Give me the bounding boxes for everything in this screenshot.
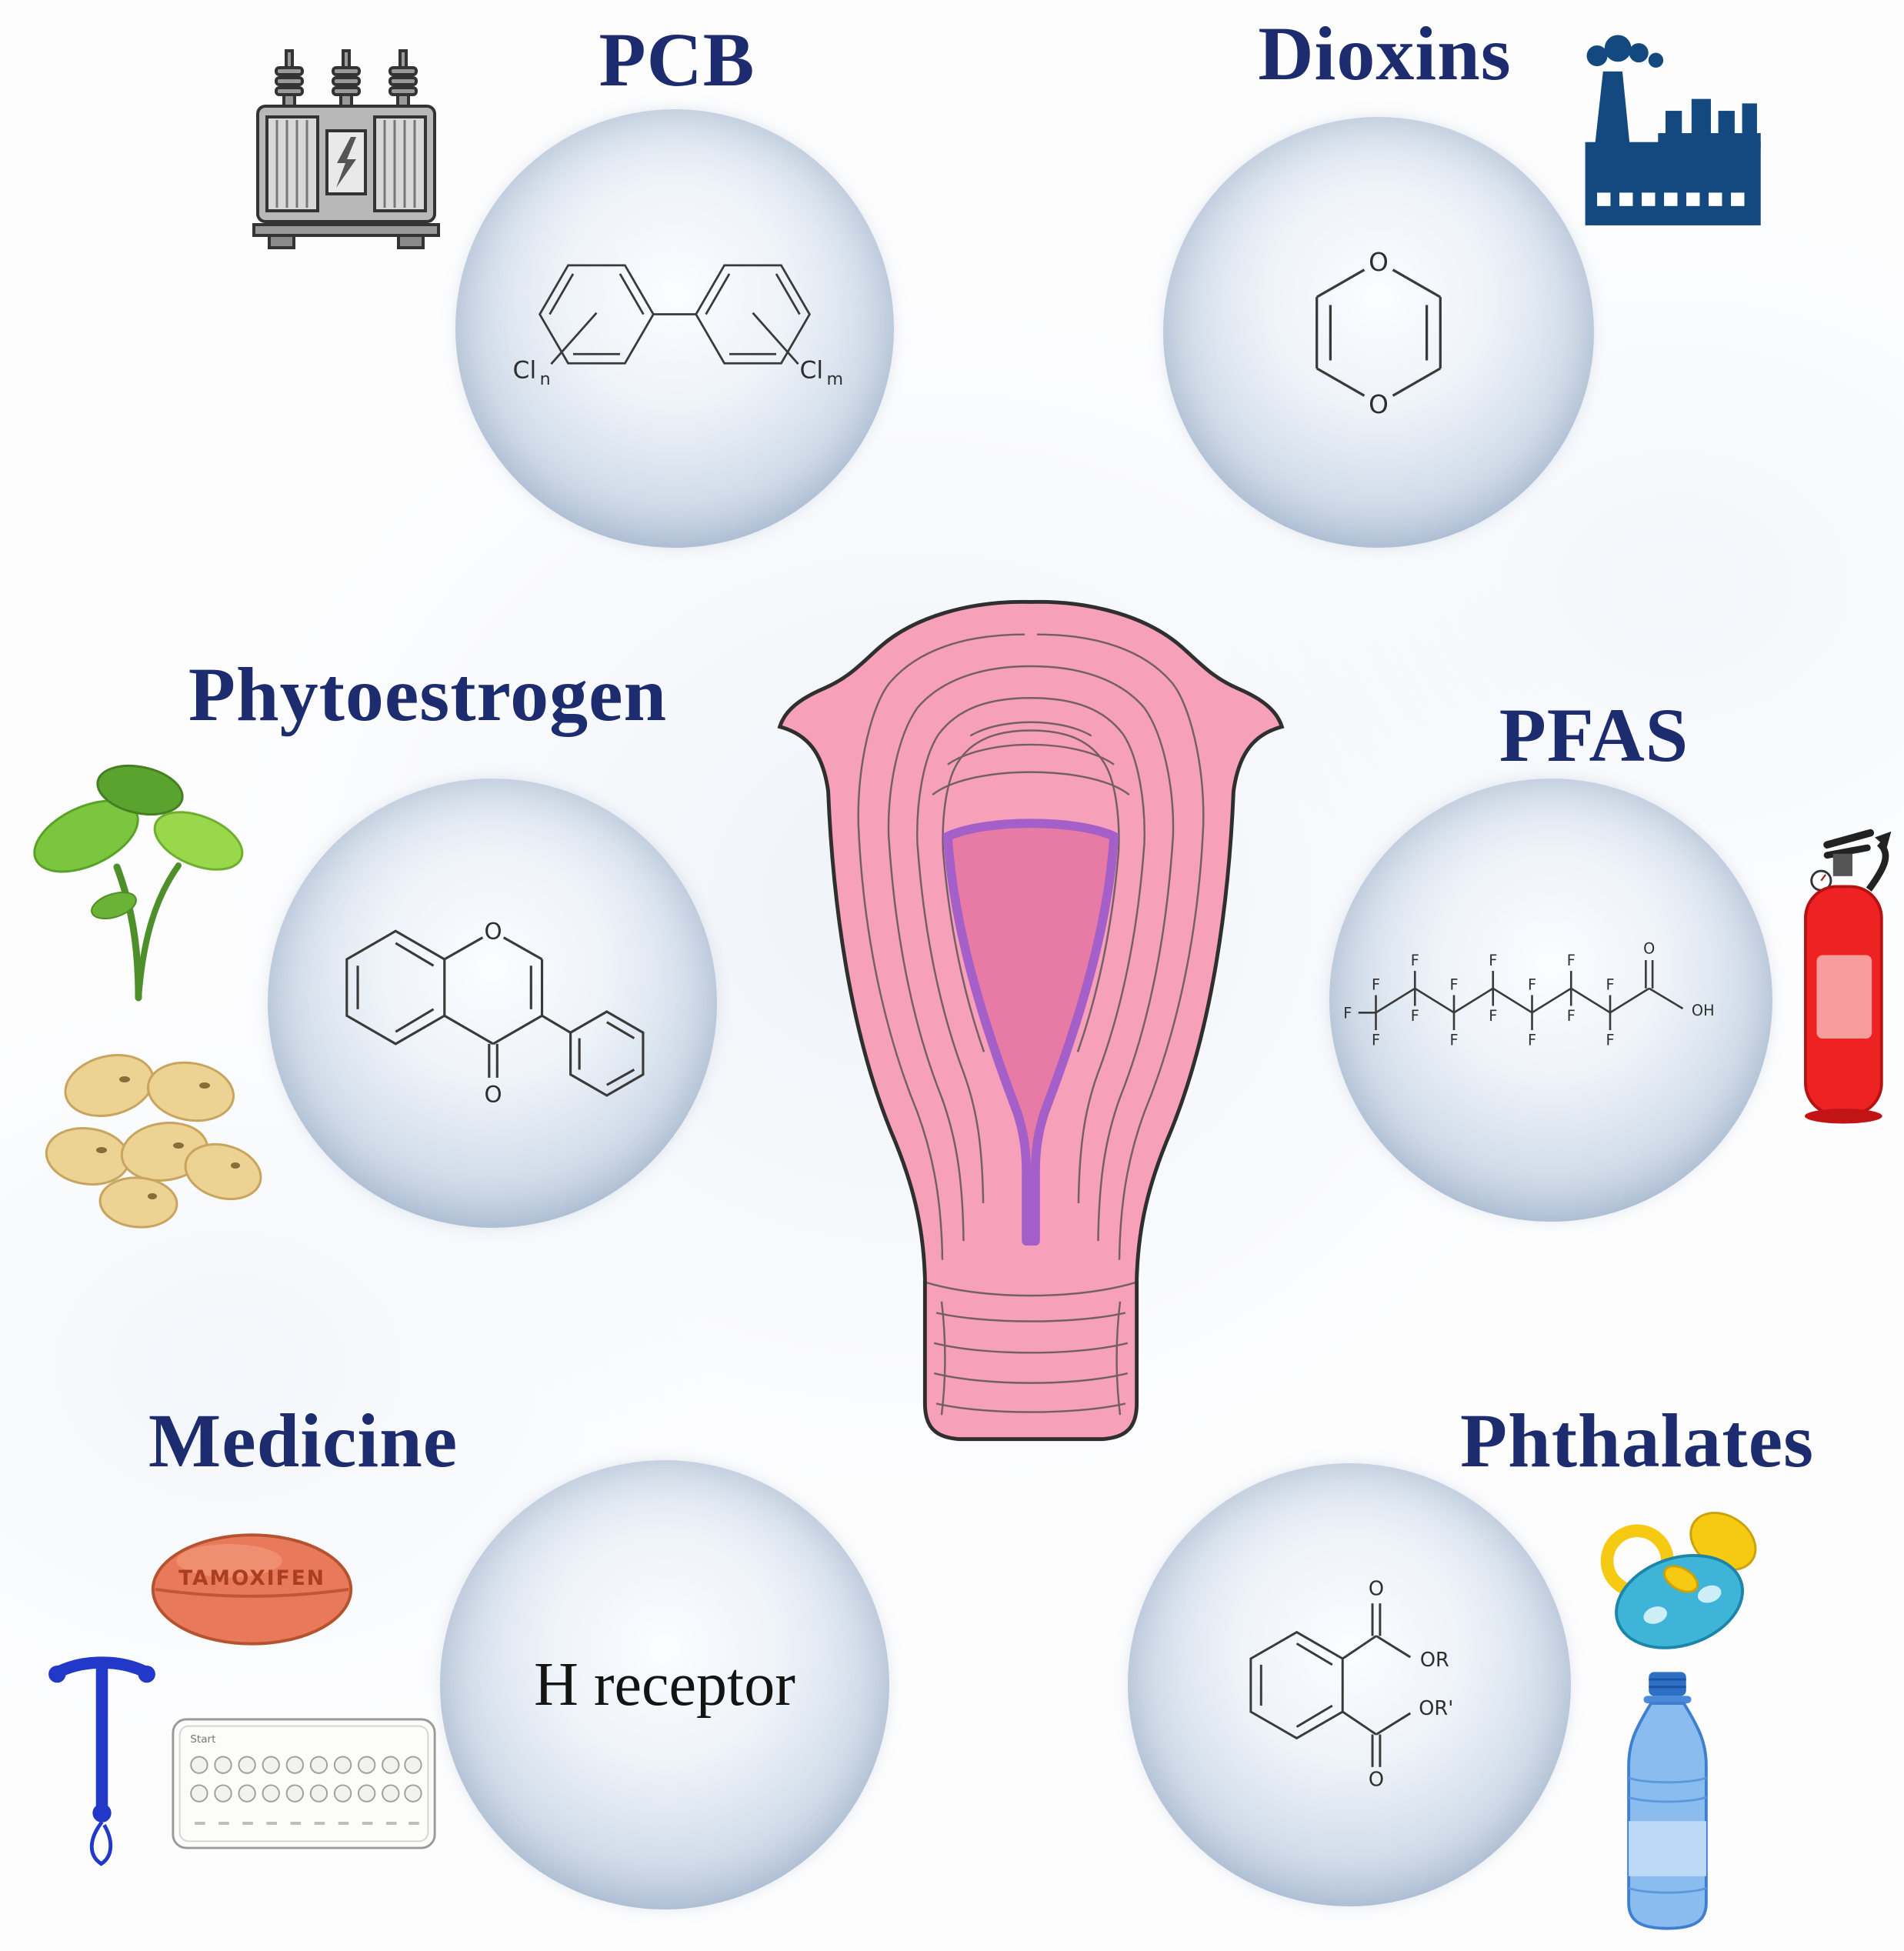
iud-icon bbox=[48, 1656, 155, 1866]
phthalate-o-bottom: O bbox=[1368, 1768, 1383, 1791]
pacifier-icon bbox=[1600, 1512, 1757, 1649]
phthalate-or-top: OR bbox=[1419, 1648, 1449, 1671]
pcb-cl-right-label: Cl bbox=[799, 357, 823, 385]
bubble-medicine: H receptor bbox=[440, 1460, 889, 1909]
pfas-f: F bbox=[1449, 976, 1458, 993]
pill-pack-icon: Start bbox=[172, 1718, 436, 1849]
pill-imprint-text: TAMOXIFEN bbox=[178, 1566, 325, 1590]
pfas-oh: OH bbox=[1692, 1001, 1715, 1019]
pfas-f: F bbox=[1411, 1006, 1419, 1024]
uterus-illustration bbox=[777, 599, 1285, 1442]
pcb-cl-left-sub: n bbox=[540, 369, 551, 389]
label-phytoestrogen: Phytoestrogen bbox=[188, 652, 668, 737]
bubble-phthalates: O OR O OR' bbox=[1128, 1463, 1571, 1906]
bubble-phytoestrogen: O O bbox=[268, 779, 717, 1228]
phthalate-o-top: O bbox=[1368, 1577, 1383, 1600]
bubble-dioxins: O O bbox=[1163, 117, 1594, 548]
pfas-f: F bbox=[1343, 1004, 1352, 1022]
bubble-pcb: Cl n Cl m bbox=[455, 109, 894, 548]
pfas-f: F bbox=[1489, 1006, 1497, 1024]
isoflavone-carbonyl-o: O bbox=[485, 1081, 502, 1107]
pfas-carbonyl-o: O bbox=[1643, 939, 1655, 957]
h-receptor-text: H receptor bbox=[534, 1650, 795, 1719]
pfas-f: F bbox=[1528, 976, 1536, 993]
pfas-f: F bbox=[1606, 1031, 1614, 1049]
label-dioxins: Dioxins bbox=[1258, 11, 1512, 96]
label-medicine: Medicine bbox=[148, 1398, 458, 1483]
pfas-f: F bbox=[1606, 976, 1614, 993]
fire-extinguisher-icon bbox=[1804, 829, 1892, 1124]
isoflavone-ring-o: O bbox=[485, 918, 502, 944]
bubble-pfas: F F F F F F F F F F F F F F F bbox=[1329, 779, 1772, 1222]
phthalate-or-bottom: OR' bbox=[1419, 1696, 1453, 1719]
dioxin-structure: O O bbox=[1315, 247, 1442, 419]
pfas-f: F bbox=[1372, 976, 1380, 993]
transformer-icon bbox=[252, 49, 440, 249]
pcb-structure: Cl n Cl m bbox=[513, 264, 844, 389]
lightning-bolt-icon bbox=[336, 137, 356, 188]
pfas-f: F bbox=[1411, 952, 1419, 969]
label-pcb: PCB bbox=[599, 17, 755, 102]
factory-icon bbox=[1585, 35, 1761, 225]
isoflavone-structure: O O bbox=[345, 918, 645, 1107]
phthalate-structure: O OR O OR' bbox=[1249, 1577, 1453, 1791]
tamoxifen-pill-icon: TAMOXIFEN bbox=[151, 1533, 353, 1646]
label-phthalates: Phthalates bbox=[1460, 1398, 1814, 1483]
pfas-structure: F F F F F F F F F F F F F F F bbox=[1343, 939, 1715, 1049]
pillpack-start-text: Start bbox=[190, 1733, 216, 1746]
pfas-f: F bbox=[1449, 1031, 1458, 1049]
label-pfas: PFAS bbox=[1499, 692, 1689, 778]
soybeans-icon bbox=[45, 1054, 262, 1229]
pfas-f: F bbox=[1372, 1031, 1380, 1049]
pfas-f: F bbox=[1567, 952, 1576, 969]
dioxin-o-top: O bbox=[1369, 247, 1389, 276]
pcb-cl-left-label: Cl bbox=[513, 357, 537, 385]
pfas-f: F bbox=[1489, 952, 1497, 969]
pcb-cl-right-sub: m bbox=[827, 369, 844, 389]
pfas-f: F bbox=[1528, 1031, 1536, 1049]
plant-sprout-icon bbox=[33, 764, 244, 1002]
water-bottle-icon bbox=[1627, 1672, 1708, 1930]
dioxin-o-bottom: O bbox=[1369, 390, 1389, 419]
pfas-f: F bbox=[1567, 1006, 1576, 1024]
